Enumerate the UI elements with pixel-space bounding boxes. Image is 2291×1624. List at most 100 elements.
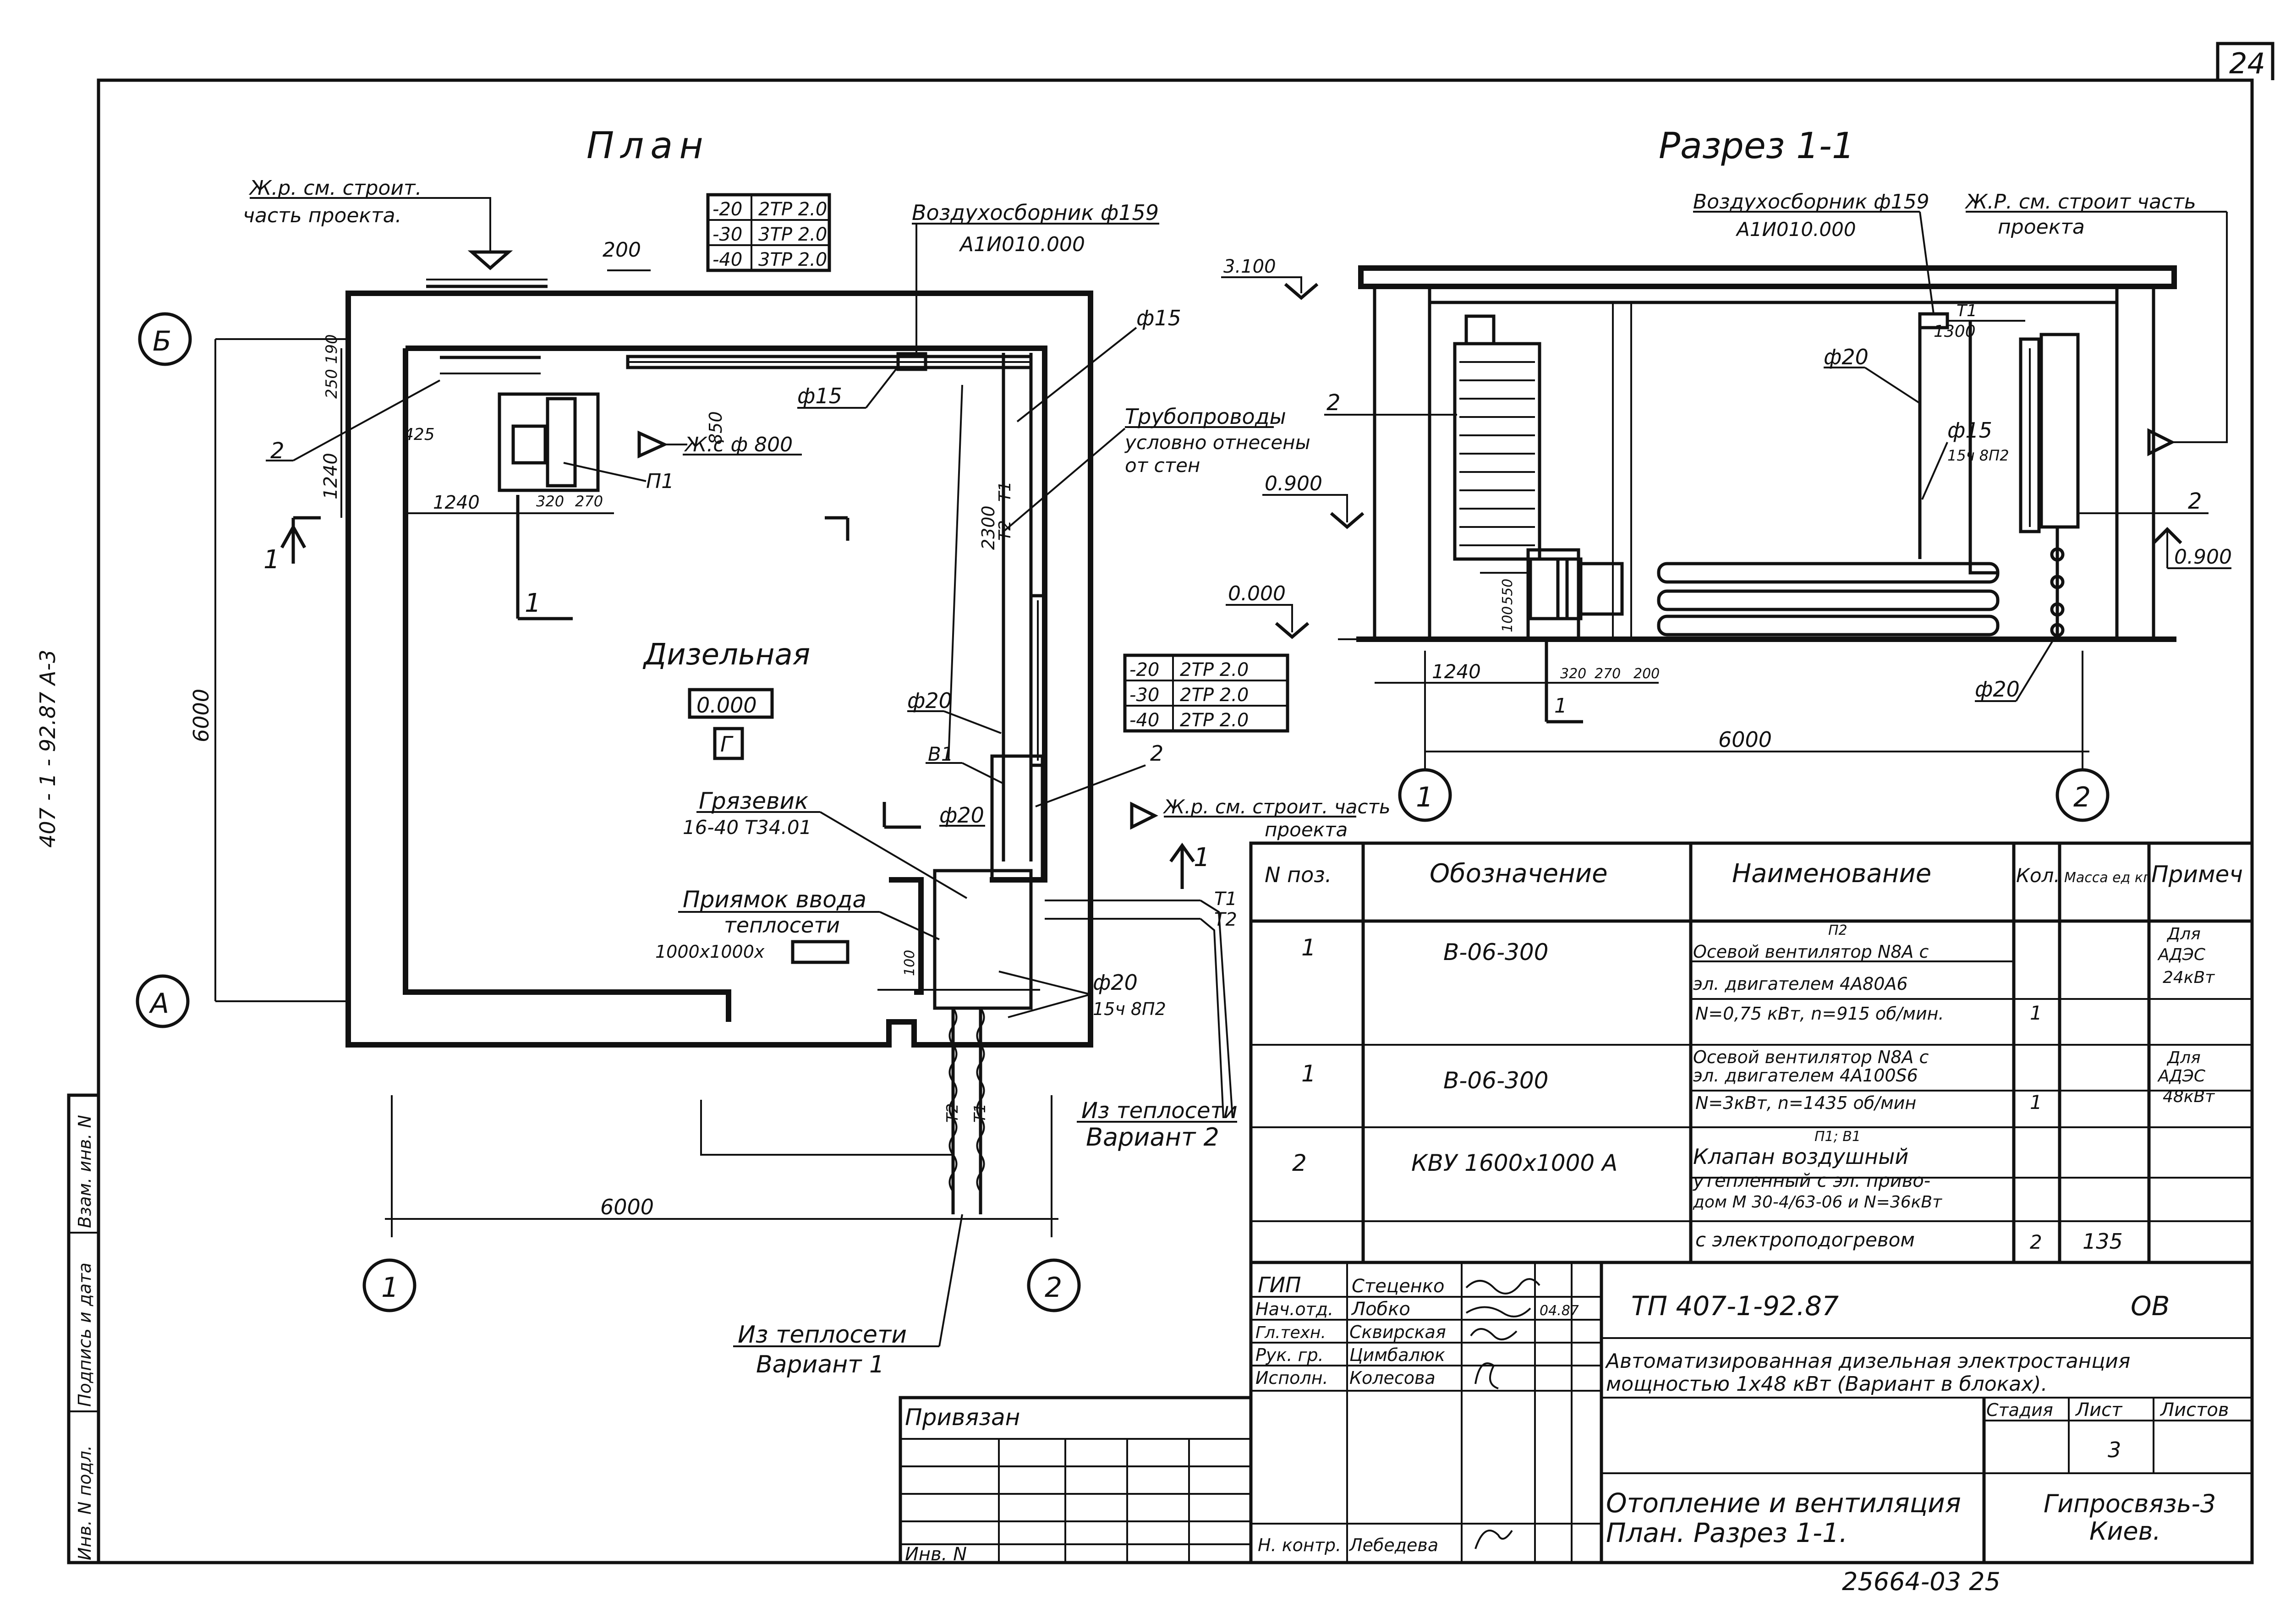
svg-text:100: 100 [902, 950, 918, 976]
svg-text:04.87: 04.87 [1540, 1303, 1579, 1319]
axis-label-1: 1 [381, 1272, 399, 1304]
svg-text:0.900: 0.900 [1265, 472, 1322, 495]
side-stamp-inv: Инв. N подл. [75, 1445, 95, 1560]
svg-text:Т2: Т2 [943, 1103, 962, 1123]
specification-table: N поз. Обозначение Наименование Кол. Мас… [1249, 841, 2254, 1264]
section-axis-1: 1 [1416, 781, 1433, 813]
svg-text:1240: 1240 [433, 492, 480, 513]
svg-text:N=3кВт, n=1435 об/мин: N=3кВт, n=1435 об/мин [1695, 1093, 1916, 1113]
svg-text:П1: П1 [646, 470, 674, 493]
svg-text:2: 2 [1150, 741, 1163, 766]
svg-text:1240: 1240 [1432, 660, 1481, 683]
levels-table-top: -20 2ТР 2.0 -30 3ТР 2.0 -40 3ТР 2.0 [706, 193, 831, 272]
axis-label-b: Б [153, 325, 171, 357]
svg-text:320: 320 [1560, 666, 1586, 682]
svg-text:П1; В1: П1; В1 [1814, 1129, 1861, 1145]
svg-text:Осевой вентилятор N8А с: Осевой вентилятор N8А с [1693, 942, 1929, 962]
svg-text:ф20: ф20 [939, 803, 984, 828]
svg-text:Вариант 1: Вариант 1 [756, 1351, 884, 1378]
svg-text:от стен: от стен [1125, 454, 1200, 477]
svg-text:Ж.р. см. строит. часть: Ж.р. см. строит. часть [1162, 796, 1391, 818]
svg-text:Гл.техн.: Гл.техн. [1255, 1323, 1326, 1342]
svg-text:Для: Для [2166, 1048, 2201, 1067]
svg-text:-30: -30 [713, 224, 742, 245]
axis-bubble-2 [1027, 1258, 1081, 1312]
sheet-number: 24 [2229, 47, 2265, 80]
svg-text:850: 850 [706, 411, 726, 444]
svg-text:ф20: ф20 [1093, 970, 1138, 995]
section-dim-6000: 6000 [1718, 727, 1772, 752]
svg-text:Грязевик: Грязевик [699, 788, 808, 814]
svg-text:утепленный с эл. приво-: утепленный с эл. приво- [1693, 1170, 1930, 1191]
svg-text:Из теплосети: Из теплосети [1081, 1098, 1238, 1124]
svg-text:270: 270 [1595, 666, 1621, 682]
svg-text:Воздухосборник ф159: Воздухосборник ф159 [1693, 190, 1929, 214]
svg-text:200: 200 [1633, 666, 1660, 682]
svg-text:Стадия: Стадия [1986, 1400, 2053, 1420]
svg-text:3ТР 2.0: 3ТР 2.0 [758, 224, 827, 245]
svg-text:2ТР 2.0: 2ТР 2.0 [758, 199, 827, 220]
svg-text:Т1: Т1 [1214, 889, 1237, 910]
svg-text:Ж.Р. см. строит часть: Ж.Р. см. строит часть [1964, 190, 2196, 214]
side-stamp-sign: Подпись и дата [75, 1262, 95, 1407]
svg-text:-20: -20 [713, 199, 742, 220]
svg-text:0.000: 0.000 [1228, 582, 1286, 605]
svg-text:Трубопроводы: Трубопроводы [1125, 404, 1286, 429]
svg-text:1: 1 [1554, 694, 1567, 718]
svg-text:ОВ: ОВ [2131, 1290, 2170, 1322]
svg-text:2ТР 2.0: 2ТР 2.0 [1180, 685, 1249, 706]
svg-text:Т2: Т2 [996, 520, 1014, 541]
svg-text:ф15: ф15 [1136, 306, 1181, 330]
axis-bubble-a [136, 974, 190, 1028]
axis-bubble-b [138, 312, 192, 366]
margin-code: 407 - 1 - 92.87 A-3 [35, 650, 60, 848]
section-axis-bubble-2 [2055, 768, 2110, 822]
svg-text:-20: -20 [1129, 659, 1159, 680]
svg-text:Автоматизированная дизельная э: Автоматизированная дизельная электростан… [1605, 1350, 2130, 1373]
svg-text:Исполн.: Исполн. [1255, 1368, 1328, 1388]
svg-text:В-06-300: В-06-300 [1443, 1067, 1548, 1094]
svg-text:Примеч: Примеч [2151, 861, 2243, 888]
svg-text:План. Разрез 1-1.: План. Разрез 1-1. [1606, 1517, 1847, 1548]
svg-text:Приямок ввода: Приямок ввода [683, 886, 866, 913]
svg-text:проекта: проекта [1998, 215, 2085, 239]
title-block: ГИП Стеценко Нач.отд. Лобко 04.87 Гл.тех… [899, 1261, 2254, 1565]
svg-text:Ж.р. см. строит.: Ж.р. см. строит. [248, 176, 422, 200]
svg-text:N поз.: N поз. [1265, 862, 1332, 887]
svg-text:ф20: ф20 [907, 688, 952, 713]
svg-text:Отопление и вентиляция: Отопление и вентиляция [1606, 1487, 1961, 1519]
svg-text:270: 270 [575, 493, 603, 510]
svg-text:15ч 8П2: 15ч 8П2 [1093, 999, 1166, 1019]
svg-text:ф20: ф20 [1975, 677, 2020, 702]
svg-text:Лобко: Лобко [1351, 1299, 1410, 1320]
svg-text:2: 2 [1292, 1150, 1307, 1176]
svg-text:48кВт: 48кВт [2163, 1087, 2215, 1106]
section-title: Разрез 1-1 [1659, 126, 1854, 167]
svg-text:Стеценко: Стеценко [1352, 1276, 1444, 1297]
svg-text:Из теплосети: Из теплосети [738, 1321, 907, 1349]
svg-text:N=0,75 кВт, n=915 об/мин.: N=0,75 кВт, n=915 об/мин. [1695, 1004, 1944, 1024]
svg-text:Лебедева: Лебедева [1348, 1535, 1438, 1555]
svg-text:320: 320 [536, 493, 564, 510]
svg-text:КВУ 1600х1000 А: КВУ 1600х1000 А [1411, 1150, 1617, 1176]
svg-text:Т1: Т1 [971, 1103, 989, 1123]
svg-text:1: 1 [2030, 1002, 2042, 1024]
svg-text:Т1: Т1 [1957, 302, 1977, 320]
svg-text:проекта: проекта [1265, 818, 1348, 841]
svg-text:3.100: 3.100 [1223, 256, 1276, 277]
svg-text:П2: П2 [1828, 922, 1847, 938]
svg-text:-40: -40 [713, 249, 742, 270]
plan-view: План [136, 124, 1391, 1378]
axis-bubble-1 [362, 1258, 417, 1312]
svg-text:Для: Для [2166, 925, 2201, 944]
svg-text:-40: -40 [1129, 710, 1159, 731]
svg-text:ф15: ф15 [1947, 418, 1992, 443]
svg-text:2: 2 [1326, 390, 1341, 416]
svg-text:Инв. N: Инв. N [905, 1544, 967, 1565]
svg-text:Кол.: Кол. [2016, 864, 2060, 887]
svg-text:16-40 Т34.01: 16-40 Т34.01 [683, 816, 811, 839]
svg-text:0.900: 0.900 [2174, 545, 2232, 569]
svg-text:3ТР 2.0: 3ТР 2.0 [758, 249, 827, 270]
svg-text:1000х1000х: 1000х1000х [655, 942, 765, 962]
